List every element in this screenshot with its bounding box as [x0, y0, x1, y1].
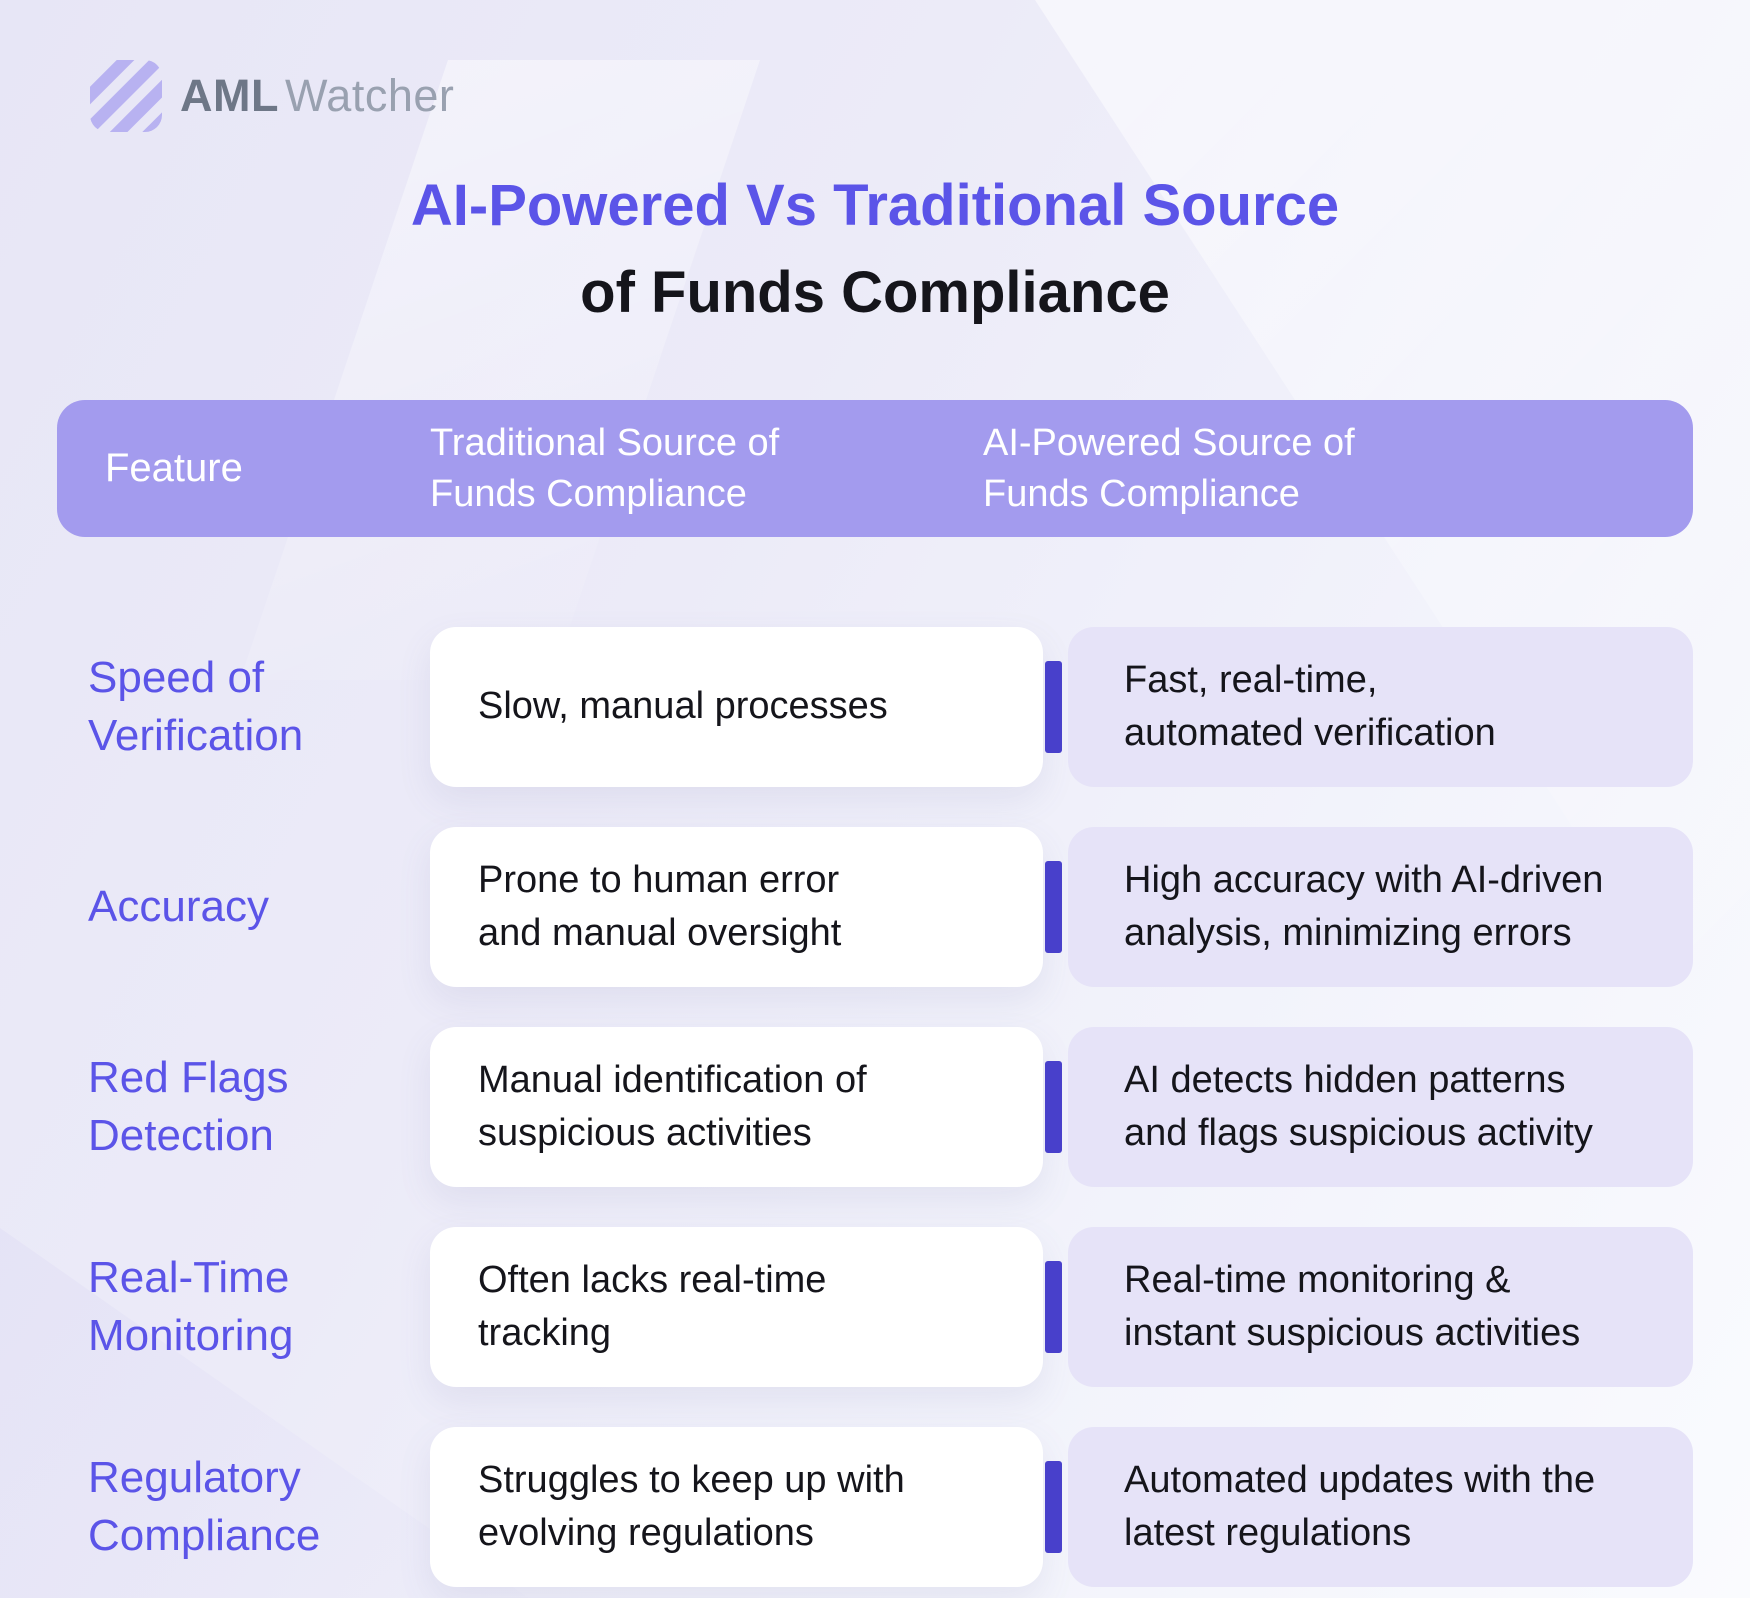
- ai-card: Fast, real-time, automated verification: [1068, 627, 1693, 787]
- accent-bar: [1045, 1261, 1062, 1353]
- table-row: Red Flags Detection Manual identificatio…: [57, 1027, 1693, 1187]
- feature-label: Speed of Verification: [88, 652, 304, 760]
- table-row: Accuracy Prone to human error and manual…: [57, 827, 1693, 987]
- feature-label: Red Flags Detection: [88, 1052, 289, 1160]
- ai-cell: Fast, real-time, automated verification: [1043, 627, 1693, 787]
- traditional-cell: Slow, manual processes: [430, 627, 1043, 787]
- ai-text: Fast, real-time, automated verification: [1124, 658, 1496, 754]
- aml-watcher-logo-icon: [90, 60, 162, 132]
- column-header-feature: Feature: [105, 446, 243, 491]
- ai-text: Automated updates with the latest regula…: [1124, 1458, 1596, 1554]
- ai-text: High accuracy with AI-driven analysis, m…: [1124, 858, 1604, 954]
- ai-card: High accuracy with AI-driven analysis, m…: [1068, 827, 1693, 987]
- page-title: AI-Powered Vs Traditional Source of Fund…: [0, 162, 1750, 336]
- traditional-cell: Manual identification of suspicious acti…: [430, 1027, 1043, 1187]
- ai-text: Real-time monitoring & instant suspiciou…: [1124, 1258, 1581, 1354]
- feature-label: Accuracy: [88, 881, 269, 931]
- accent-bar: [1045, 1461, 1062, 1553]
- column-header-ai: AI-Powered Source of Funds Compliance: [983, 422, 1355, 515]
- accent-bar: [1045, 861, 1062, 953]
- ai-cell: Real-time monitoring & instant suspiciou…: [1043, 1227, 1693, 1387]
- traditional-text: Struggles to keep up with evolving regul…: [478, 1458, 905, 1554]
- traditional-cell: Often lacks real-time tracking: [430, 1227, 1043, 1387]
- table-row: Regulatory Compliance Struggles to keep …: [57, 1427, 1693, 1587]
- comparison-table: Feature Traditional Source of Funds Comp…: [57, 400, 1693, 1598]
- ai-cell: AI detects hidden patterns and flags sus…: [1043, 1027, 1693, 1187]
- ai-card: Automated updates with the latest regula…: [1068, 1427, 1693, 1587]
- accent-bar: [1045, 1061, 1062, 1153]
- ai-card: Real-time monitoring & instant suspiciou…: [1068, 1227, 1693, 1387]
- traditional-cell: Prone to human error and manual oversigh…: [430, 827, 1043, 987]
- feature-label: Real-Time Monitoring: [88, 1252, 294, 1360]
- ai-card: AI detects hidden patterns and flags sus…: [1068, 1027, 1693, 1187]
- ai-text: AI detects hidden patterns and flags sus…: [1124, 1058, 1593, 1154]
- traditional-text: Slow, manual processes: [478, 685, 888, 728]
- traditional-text: Manual identification of suspicious acti…: [478, 1058, 867, 1154]
- feature-label: Regulatory Compliance: [88, 1452, 321, 1560]
- brand-name-watcher: Watcher: [284, 70, 455, 121]
- ai-cell: High accuracy with AI-driven analysis, m…: [1043, 827, 1693, 987]
- ai-cell: Automated updates with the latest regula…: [1043, 1427, 1693, 1587]
- title-line-1: AI-Powered Vs Traditional Source: [410, 173, 1340, 238]
- brand-name-aml: AML: [180, 70, 279, 121]
- traditional-text: Prone to human error and manual oversigh…: [478, 858, 842, 954]
- traditional-text: Often lacks real-time tracking: [478, 1258, 827, 1354]
- accent-bar: [1045, 661, 1062, 753]
- table-row: Speed of Verification Slow, manual proce…: [57, 627, 1693, 787]
- column-header-traditional: Traditional Source of Funds Compliance: [430, 422, 780, 515]
- traditional-cell: Struggles to keep up with evolving regul…: [430, 1427, 1043, 1587]
- title-line-2: of Funds Compliance: [580, 260, 1170, 325]
- table-row: Real-Time Monitoring Often lacks real-ti…: [57, 1227, 1693, 1387]
- table-header-row: Feature Traditional Source of Funds Comp…: [57, 400, 1693, 537]
